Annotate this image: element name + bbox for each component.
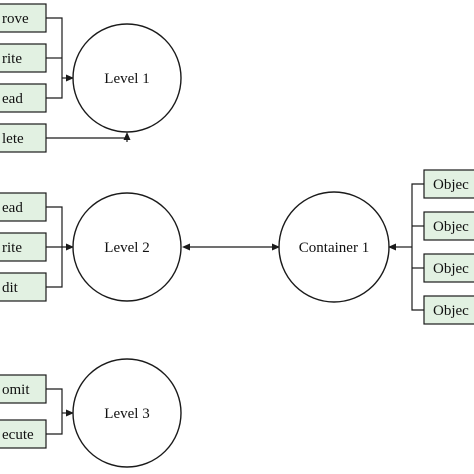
- level-3-group: omit ecute Level 3: [0, 358, 182, 468]
- container-1-label: Container 1: [299, 240, 369, 256]
- level-3-bracket: [46, 388, 63, 435]
- permission-label-approve: rove: [2, 11, 29, 27]
- object-box-2: [423, 211, 474, 241]
- level-1-delete-arrowhead: [123, 132, 131, 140]
- level-2-arrowhead: [66, 243, 74, 251]
- level-1-arrowhead: [66, 74, 74, 82]
- level-1-label: Level 1: [104, 71, 149, 87]
- level-1-delete-connector: [46, 137, 128, 142]
- link-arrowhead-left: [182, 243, 190, 251]
- level-2-circle: [72, 192, 182, 302]
- level-3-label: Level 3: [104, 406, 149, 422]
- container-1-group: Container 1 Objec Objec Objec Objec: [278, 169, 474, 325]
- level-3-arrowhead: [66, 409, 74, 417]
- container-bracket: [411, 183, 424, 311]
- level-2-label: Level 2: [104, 240, 149, 256]
- permission-label-read-2: ead: [2, 200, 23, 216]
- permission-label-edit: dit: [2, 280, 19, 296]
- level-container-link: [182, 243, 280, 251]
- level-1-circle: [72, 23, 182, 133]
- permission-label-submit: omit: [2, 382, 30, 398]
- permission-box-edit: [0, 272, 47, 302]
- level-3-circle: [72, 358, 182, 468]
- permission-label-read: ead: [2, 91, 23, 107]
- permission-label-write: rite: [2, 51, 22, 67]
- level-1-group: rove rite ead lete Level 1: [0, 3, 182, 153]
- container-arrowhead: [388, 243, 396, 251]
- link-arrowhead-right: [272, 243, 280, 251]
- object-label-2: Objec: [433, 219, 469, 235]
- object-box-3: [423, 253, 474, 283]
- object-label-1: Objec: [433, 177, 469, 193]
- object-box-4: [423, 295, 474, 325]
- object-label-3: Objec: [433, 261, 469, 277]
- object-box-1: [423, 169, 474, 199]
- permission-label-write-2: rite: [2, 240, 22, 256]
- permission-label-execute: ecute: [2, 427, 34, 443]
- object-label-4: Objec: [433, 303, 469, 319]
- level-2-group: ead rite dit Level 2: [0, 192, 182, 302]
- permission-box-write: [0, 43, 47, 73]
- permission-label-delete: lete: [2, 131, 24, 147]
- permission-box-delete: [0, 123, 47, 153]
